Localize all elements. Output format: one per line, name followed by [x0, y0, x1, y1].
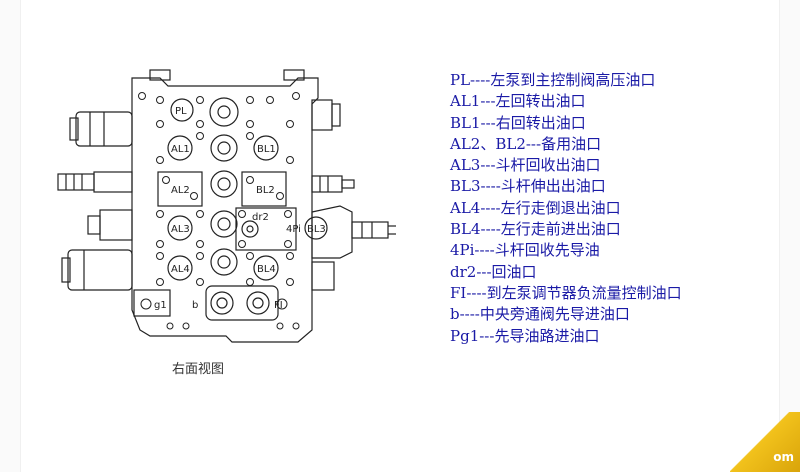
- legend-item: AL1---左回转出油口: [450, 92, 586, 111]
- legend-item: dr2---回油口: [450, 262, 537, 281]
- right-fitting: [311, 175, 343, 193]
- port-label-bl2: BL2: [256, 185, 275, 196]
- spool-2-outer: [210, 134, 238, 162]
- port-al4-circle: [167, 255, 193, 281]
- port-label-4pi: 4Pi: [286, 224, 301, 235]
- right-solenoid-lower: [311, 261, 335, 291]
- port-label-dr2: dr2: [252, 212, 269, 223]
- corner-decoration: [730, 412, 800, 472]
- section-al2: [157, 171, 203, 207]
- port-al3-circle: [167, 215, 193, 241]
- left-fitting: [57, 173, 95, 191]
- port-bl3-circle: [304, 216, 328, 240]
- port-al1-circle: [167, 135, 193, 161]
- diagram-caption: 右面视图: [172, 362, 225, 377]
- left-block: [99, 209, 133, 241]
- right-solenoid-upper: [311, 99, 333, 131]
- port-label-al4: AL4: [171, 264, 190, 275]
- legend-item: b----中央旁通阀先导进油口: [450, 305, 630, 324]
- bottom-right-block: [205, 285, 279, 321]
- top-right-tab: [283, 69, 305, 81]
- legend-item: AL2、BL2---备用油口: [450, 134, 602, 153]
- legend-item: 4Pi----斗杆回收先导油: [450, 241, 600, 260]
- port-label-bl1: BL1: [257, 144, 276, 155]
- port-legend: PL----左泵到主控制阀高压油口 AL1---左回转出油口 BL1---右回转…: [450, 70, 740, 347]
- port-label-g1: g1: [154, 300, 167, 311]
- slide-right-margin: [779, 0, 800, 472]
- slide-left-margin: [0, 0, 21, 472]
- port-label-pl: PL: [175, 106, 187, 117]
- port-bl4-circle: [253, 255, 279, 281]
- spool-4-outer: [210, 210, 238, 238]
- legend-item: AL3---斗杆回收出油口: [450, 156, 601, 175]
- left-solenoid-lower: [67, 249, 133, 291]
- control-valve-right-view-drawing: PL AL1 BL1 AL2 BL2 AL3 dr2 4Pi BL3 AL4 B…: [57, 69, 396, 343]
- port-label-bl3: BL3: [307, 224, 326, 235]
- port-label-al1: AL1: [171, 144, 190, 155]
- port-pl-circle: [170, 98, 194, 122]
- port-bl1-circle: [253, 135, 279, 161]
- right-bl3-block: [311, 205, 353, 259]
- legend-item: PL----左泵到主控制阀高压油口: [450, 71, 656, 89]
- port-label-al2: AL2: [171, 185, 190, 196]
- bottom-left-block: [133, 289, 171, 317]
- port-label-bl4: BL4: [257, 264, 276, 275]
- spool-dr2: [241, 220, 259, 238]
- legend-item: Pg1---先导油路进油口: [450, 326, 600, 345]
- corner-watermark: om: [773, 450, 794, 464]
- spool-1-outer: [209, 97, 239, 127]
- legend-item: BL3----斗杆伸出出油口: [450, 177, 606, 196]
- section-bl2: [241, 171, 287, 207]
- port-label-b: b: [192, 300, 198, 311]
- legend-item: AL4----左行走倒退出油口: [450, 198, 621, 217]
- spool-3-outer: [210, 170, 238, 198]
- legend-item: BL1---右回转出油口: [450, 113, 586, 132]
- spool-bottom-right: [246, 291, 270, 315]
- port-label-fi: FI: [274, 300, 283, 311]
- legend-item: BL4----左行走前进出油口: [450, 220, 621, 239]
- spool-5-outer: [210, 248, 238, 276]
- spool-bottom-left: [210, 291, 234, 315]
- legend-item: FI----到左泵调节器负流量控制油口: [450, 283, 682, 302]
- top-left-tab: [149, 69, 171, 81]
- port-label-al3: AL3: [171, 224, 190, 235]
